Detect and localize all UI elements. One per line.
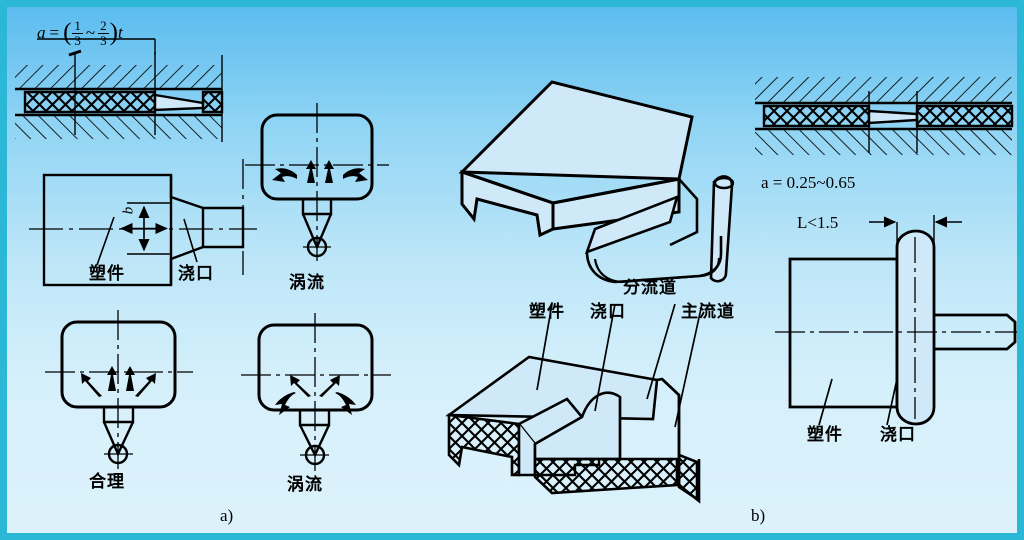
dimension-label-b: b (120, 206, 137, 215)
fraction-one-numerator: 1 (74, 18, 81, 33)
note-length-L: L<1.5 (797, 213, 839, 232)
formula-tilde: ~ (85, 23, 96, 43)
formula-thickness-t: t (117, 23, 123, 43)
flow-cell-top-right (245, 103, 389, 261)
fraction-two-denominator: 3 (98, 32, 109, 48)
label-gate-left-section: 浇口 (178, 264, 214, 284)
label-part-panel-b: 塑件 (807, 425, 843, 445)
dimension-extension-lines (74, 52, 223, 142)
formula-close-paren: ) (109, 19, 118, 47)
panel-b-wall-section (755, 77, 1014, 155)
formula-fraction-one: 1 3 (72, 19, 83, 47)
plastic-cavity-section (23, 90, 224, 114)
formula-gate-thickness: a = ( 1 3 ~ 2 3 ) t (37, 19, 123, 47)
upper-mould-hatch (15, 65, 222, 91)
panel-a-part-gate-section (29, 159, 257, 287)
label-flow-cell-top-right: 涡流 (289, 273, 325, 293)
leader-lines-middle (536, 303, 703, 428)
middle-3d-part-upper (458, 80, 735, 284)
flow-cell-bottom-left (45, 310, 193, 469)
caption-panel-a: a) (220, 506, 234, 525)
dimension-line-a (37, 38, 156, 55)
dimension-b (120, 202, 171, 255)
flow-arrows (275, 375, 356, 415)
plastic-cavity-section-b (762, 104, 1014, 128)
formula-open-paren: ( (63, 19, 72, 47)
label-gate-panel-b: 浇口 (880, 425, 916, 445)
leader-lines-panel-b (818, 378, 898, 426)
note-thickness-a: a = 0.25~0.65 (761, 173, 856, 192)
flow-arrows (272, 160, 368, 183)
lower-mould-hatch-b (755, 127, 1012, 155)
lower-mould-hatch (15, 113, 222, 139)
formula-variable-a: a (37, 23, 46, 43)
fraction-two-numerator: 2 (100, 18, 107, 33)
label-part-left-section: 塑件 (89, 264, 125, 284)
formula-fraction-two: 2 3 (98, 19, 109, 47)
panel-a-wall-section (15, 38, 224, 142)
flow-arrows (81, 366, 156, 397)
formula-equals: = (49, 23, 60, 43)
dimension-L (869, 215, 962, 261)
label-sprue-middle: 主流道 (681, 302, 735, 322)
caption-panel-b: b) (751, 506, 766, 525)
label-gate-middle: 浇口 (590, 302, 626, 322)
label-flow-cell-bottom-left: 合理 (89, 472, 125, 492)
label-runner-middle: 分流道 (623, 278, 677, 298)
label-flow-cell-bottom-right: 涡流 (287, 475, 323, 495)
middle-3d-section-lower (445, 303, 703, 504)
label-part-middle: 塑件 (529, 302, 565, 322)
flow-cell-bottom-right (241, 313, 391, 471)
leader-lines-part-gate (96, 216, 198, 266)
upper-mould-hatch-b (755, 77, 1012, 105)
panel-b-part-gate (775, 215, 1017, 426)
figure-drawing-canvas (15, 38, 1017, 504)
fraction-one-denominator: 3 (72, 32, 83, 48)
